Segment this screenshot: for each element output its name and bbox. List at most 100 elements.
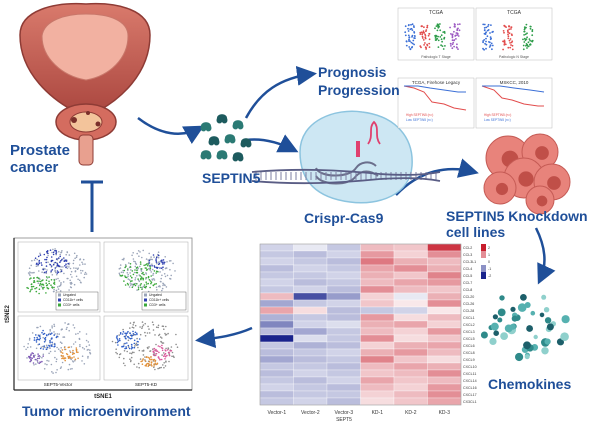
- tsne-point: [65, 260, 68, 262]
- km-title-1: TCGA, Firehose Legacy: [412, 80, 461, 85]
- scatter-point: [411, 36, 413, 38]
- tsne-point: [36, 357, 39, 360]
- tsne-point: [78, 279, 81, 282]
- tsne-point: [70, 358, 72, 361]
- tsne-legend-box-2: [141, 291, 187, 311]
- scatter-point: [437, 46, 440, 48]
- scatter-point: [439, 23, 441, 25]
- chemokine-dot: [560, 332, 569, 342]
- dna-strand: [251, 168, 441, 185]
- heatmap-cell: [259, 341, 294, 350]
- tsne-point: [126, 282, 129, 285]
- heatmap-column-label: Vector-3: [334, 410, 353, 416]
- tsne-point: [56, 335, 58, 338]
- tsne-point: [155, 348, 157, 351]
- tsne-point: [48, 345, 51, 347]
- heatmap-cell: [326, 257, 361, 266]
- scatter-point: [440, 38, 443, 41]
- tsne-point: [55, 371, 57, 374]
- tsne-point: [136, 271, 139, 274]
- heatmap-cell: [360, 383, 395, 392]
- heatmap-cell: [259, 320, 294, 329]
- heatmap-row-label: CCL3: [463, 253, 472, 257]
- tsne-point: [32, 285, 35, 288]
- km-curve-high-2: [481, 85, 544, 107]
- tsne-point: [163, 352, 165, 354]
- scatter-point: [404, 25, 407, 28]
- chemokine-dot: [509, 323, 516, 330]
- tsne-point: [127, 330, 129, 333]
- scatter-point: [428, 46, 431, 48]
- scatter-point: [414, 37, 416, 40]
- tsne-point: [150, 271, 152, 273]
- heatmap-cell: [326, 264, 361, 273]
- scatter-point: [453, 25, 456, 28]
- tsne-point: [56, 333, 59, 335]
- tsne-point: [175, 333, 177, 336]
- tsne-point: [55, 358, 58, 361]
- tsne-point: [148, 346, 150, 348]
- tsne-point: [143, 284, 146, 286]
- heatmap-cell: [259, 243, 294, 252]
- scatter-point: [526, 36, 528, 39]
- tsne-point: [157, 367, 159, 370]
- tsne-point: [164, 358, 166, 360]
- tsne-point: [164, 352, 167, 355]
- tsne-point: [142, 277, 145, 280]
- tsne-point: [140, 268, 143, 270]
- tsne-point: [68, 363, 71, 366]
- tsne-point: [68, 329, 70, 332]
- tsne-point: [167, 332, 169, 335]
- tsne-point: [160, 358, 163, 361]
- tsne-point: [47, 254, 49, 257]
- tsne-point: [150, 361, 153, 363]
- tsne-point: [161, 354, 163, 356]
- tsne-point: [153, 278, 155, 280]
- tsne-point: [54, 249, 56, 252]
- tsne-point: [121, 258, 124, 261]
- tsne-point: [64, 265, 66, 267]
- tsne-point: [64, 322, 66, 324]
- scatter-point: [525, 26, 527, 29]
- tsne-point: [70, 286, 73, 289]
- tsne-point: [115, 351, 117, 354]
- tsne-point: [137, 285, 140, 287]
- tsne-point: [157, 345, 160, 347]
- tsne-point: [124, 275, 126, 277]
- tsne-point: [51, 345, 53, 347]
- scatter-point: [527, 41, 530, 44]
- tsne-point: [73, 356, 75, 358]
- scatter-point: [449, 43, 452, 45]
- tsne-point: [33, 364, 35, 366]
- tsne-point: [48, 276, 50, 278]
- scatter-point: [507, 37, 510, 40]
- tsne-point: [149, 265, 151, 268]
- heatmap-cell: [326, 292, 361, 301]
- tsne-point: [59, 253, 61, 256]
- tsne-point: [31, 259, 33, 262]
- scatter-point: [410, 41, 413, 44]
- tsne-point: [147, 264, 149, 267]
- heatmap-frame: [259, 243, 462, 406]
- tsne-point: [63, 257, 65, 259]
- tsne-point: [176, 346, 179, 349]
- scatter-point: [437, 39, 440, 42]
- scatter-point: [509, 46, 512, 49]
- scatter-point: [487, 23, 490, 26]
- tsne-point: [128, 337, 130, 339]
- scatter-point: [488, 46, 491, 48]
- tsne-point: [160, 259, 163, 262]
- tsne-point: [135, 342, 138, 345]
- tsne-point: [128, 262, 130, 264]
- tumor-microenvironment-label: Tumor microenvironment: [22, 403, 191, 419]
- tsne-point: [68, 289, 70, 291]
- scatter-point: [421, 37, 424, 39]
- tsne-point: [79, 264, 81, 266]
- km-curve-low-1: [404, 85, 466, 93]
- tsne-point: [61, 357, 64, 359]
- heatmap-cell: [259, 390, 294, 399]
- tsne-point: [122, 328, 124, 331]
- tsne-point: [61, 349, 64, 351]
- scatter-point: [484, 32, 487, 35]
- scatter-point: [453, 30, 455, 33]
